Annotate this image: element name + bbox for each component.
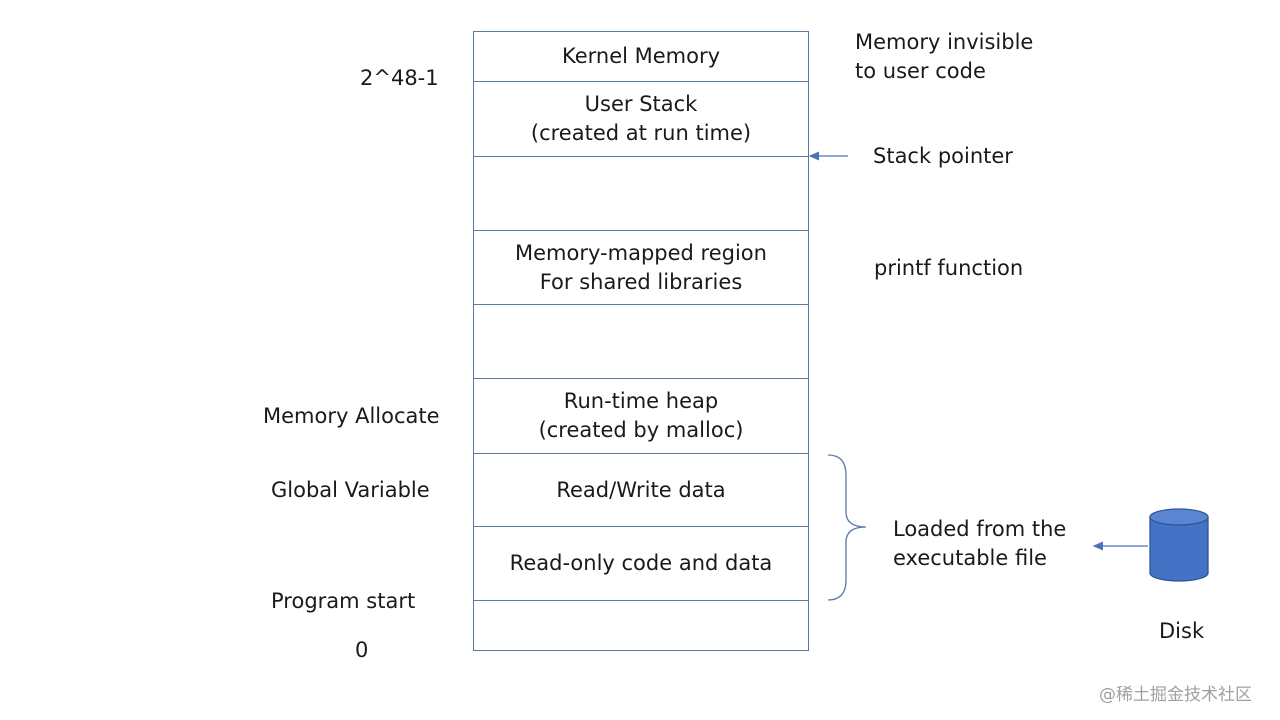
- printf-label: printf function: [874, 256, 1024, 280]
- segment-kernel-line: Kernel Memory: [561, 44, 721, 68]
- segment-gap-2: [474, 304, 808, 378]
- bottom-address-label: 0: [355, 638, 369, 662]
- loaded-brace: [827, 454, 867, 601]
- segment-rw-data: Read/Write data: [474, 453, 808, 526]
- segment-user-stack-line: User Stack: [584, 92, 698, 116]
- watermark: @稀土掘金技术社区: [1099, 685, 1252, 705]
- segment-heap-line: (created by malloc): [538, 418, 744, 442]
- stack-pointer-label: Stack pointer: [873, 144, 1013, 168]
- program-start-label: Program start: [271, 589, 416, 613]
- loaded-note-line1: Loaded from the: [893, 517, 1067, 541]
- segment-bottom: [474, 600, 808, 651]
- memory-allocate-label: Memory Allocate: [263, 404, 440, 428]
- top-address-label: 2^48-1: [360, 66, 439, 90]
- segment-heap-line: Run-time heap: [563, 389, 719, 413]
- segment-mmap-line: For shared libraries: [539, 269, 743, 294]
- segment-user-stack: User Stack (created at run time): [474, 81, 808, 156]
- segment-heap: Run-time heap (created by malloc): [474, 378, 808, 453]
- segment-kernel: Kernel Memory: [474, 31, 808, 81]
- segment-ro-code-line: Read-only code and data: [509, 551, 773, 575]
- kernel-note-line2: to user code: [855, 59, 986, 83]
- disk-label: Disk: [1159, 619, 1205, 643]
- segment-ro-code: Read-only code and data: [474, 526, 808, 600]
- segment-mmap-line: Memory-mapped region: [515, 240, 767, 265]
- kernel-note-line1: Memory invisible: [855, 30, 1034, 54]
- segment-user-stack-line: (created at run time): [530, 121, 752, 145]
- disk-icon: [1149, 508, 1209, 582]
- loaded-note-line2: executable file: [893, 546, 1047, 570]
- segment-rw-data-line: Read/Write data: [556, 477, 726, 502]
- global-variable-label: Global Variable: [271, 478, 430, 502]
- segment-gap-1: [474, 156, 808, 230]
